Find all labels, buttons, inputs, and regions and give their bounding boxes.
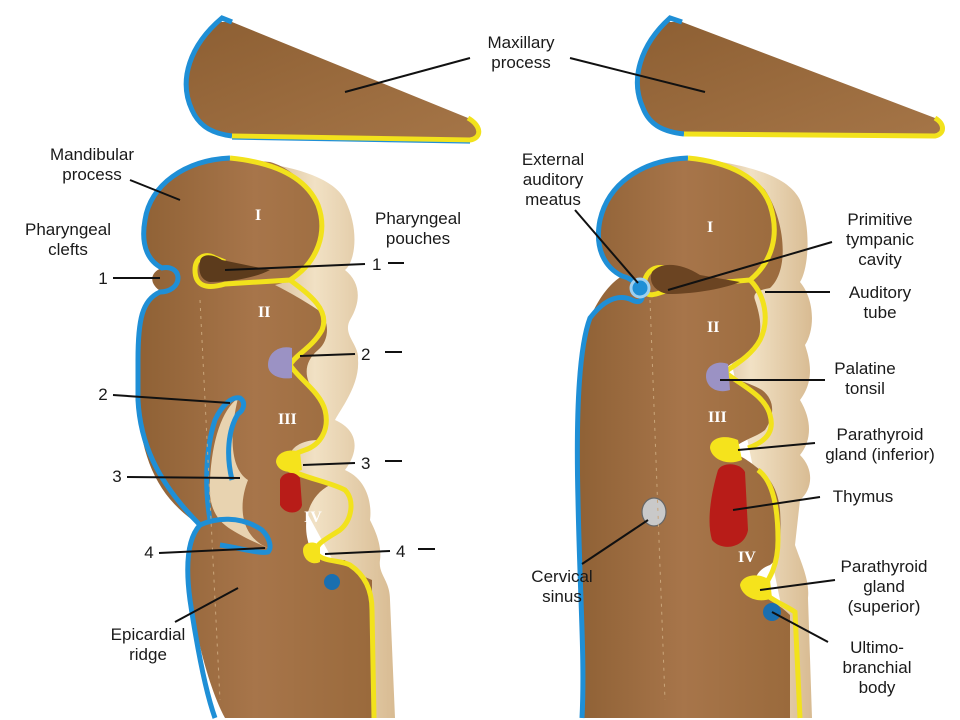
svg-text:Auditory: Auditory — [849, 283, 912, 302]
label-ultimobranchial-body: Ultimo- branchial body — [843, 638, 912, 697]
right-diagram: I II III IV — [574, 15, 945, 719]
svg-text:Cervical: Cervical — [531, 567, 592, 586]
svg-text:process: process — [62, 165, 122, 184]
svg-text:Pharyngeal: Pharyngeal — [25, 220, 111, 239]
pouch-number-2: 2 — [361, 345, 370, 364]
svg-text:auditory: auditory — [523, 170, 584, 189]
right-external-meatus-pit — [629, 277, 651, 299]
left-ultimobranchial-dot — [324, 574, 340, 590]
right-thymus-shape — [709, 464, 748, 547]
label-auditory-tube: Auditory tube — [849, 283, 912, 322]
right-arch-ii: II — [707, 319, 719, 336]
svg-text:Parathyroid: Parathyroid — [837, 425, 924, 444]
svg-text:External: External — [522, 150, 584, 169]
label-cervical-sinus: Cervical sinus — [531, 567, 592, 606]
right-parathyroid-inferior-shape — [710, 437, 742, 463]
label-external-auditory-meatus: External auditory meatus — [522, 150, 584, 209]
svg-text:Maxillary: Maxillary — [487, 33, 555, 52]
right-arch-iii: III — [708, 409, 727, 426]
svg-text:tympanic: tympanic — [846, 230, 915, 249]
svg-text:ridge: ridge — [129, 645, 167, 664]
right-cervical-sinus-shape — [641, 497, 667, 527]
svg-text:clefts: clefts — [48, 240, 88, 259]
label-parathyroid-superior: Parathyroid gland (superior) — [841, 557, 928, 616]
svg-text:branchial: branchial — [843, 658, 912, 677]
left-diagram: I II III IV — [135, 15, 482, 719]
label-palatine-tonsil: Palatine tonsil — [834, 359, 895, 398]
left-cervical-cleft-pocket — [209, 398, 272, 550]
label-epicardial-ridge: Epicardial ridge — [111, 625, 186, 664]
pouch-number-4: 4 — [396, 542, 405, 561]
right-palatine-tonsil-shape — [706, 362, 730, 392]
label-primitive-tympanic-cavity: Primitive tympanic cavity — [846, 210, 915, 269]
svg-text:body: body — [859, 678, 896, 697]
left-maxillary-process-shape — [183, 15, 482, 144]
left-arch-ii: II — [258, 304, 270, 321]
pouch-number-1: 1 — [372, 255, 381, 274]
left-pouch-4-yellow — [303, 542, 320, 564]
svg-text:Parathyroid: Parathyroid — [841, 557, 928, 576]
svg-text:Ultimo-: Ultimo- — [850, 638, 904, 657]
cleft-number-1: 1 — [98, 269, 107, 288]
left-ectoderm-outline — [135, 155, 231, 719]
label-pharyngeal-clefts: Pharyngeal clefts — [25, 220, 111, 259]
cleft-number-3: 3 — [112, 467, 121, 486]
label-mandibular-process: Mandibular process — [50, 145, 134, 184]
right-arch-iv: IV — [738, 549, 756, 566]
svg-text:cavity: cavity — [858, 250, 902, 269]
label-thymus: Thymus — [833, 487, 893, 506]
pouch-number-3: 3 — [361, 454, 370, 473]
right-maxillary-process-shape — [634, 15, 945, 139]
left-arches-body — [138, 158, 372, 718]
right-ectoderm-outline — [574, 155, 689, 719]
left-thymus-bud — [280, 472, 302, 513]
svg-text:(superior): (superior) — [848, 597, 921, 616]
svg-text:gland (inferior): gland (inferior) — [825, 445, 935, 464]
left-arch-iii: III — [278, 411, 297, 428]
svg-text:process: process — [491, 53, 551, 72]
svg-text:gland: gland — [863, 577, 905, 596]
cleft-number-4: 4 — [144, 543, 153, 562]
left-pouch-2-purple — [268, 347, 292, 379]
label-pharyngeal-pouches: Pharyngeal pouches — [375, 209, 461, 248]
left-arch-i: I — [255, 207, 261, 224]
svg-text:sinus: sinus — [542, 587, 582, 606]
svg-text:meatus: meatus — [525, 190, 581, 209]
svg-text:tube: tube — [863, 303, 896, 322]
right-parathyroid-superior-shape — [740, 575, 772, 601]
svg-text:tonsil: tonsil — [845, 379, 885, 398]
svg-text:Primitive: Primitive — [847, 210, 912, 229]
left-pouch-3-yellow — [276, 450, 302, 472]
cleft-number-2: 2 — [98, 385, 107, 404]
label-maxillary-process: Maxillary process — [487, 33, 555, 72]
right-arch-i: I — [707, 219, 713, 236]
svg-text:Palatine: Palatine — [834, 359, 895, 378]
svg-text:Epicardial: Epicardial — [111, 625, 186, 644]
label-parathyroid-inferior: Parathyroid gland (inferior) — [825, 425, 935, 464]
svg-text:pouches: pouches — [386, 229, 450, 248]
right-tympanic-recess — [650, 264, 740, 294]
svg-text:Pharyngeal: Pharyngeal — [375, 209, 461, 228]
svg-text:Mandibular: Mandibular — [50, 145, 134, 164]
left-arch-iv: IV — [304, 509, 322, 526]
